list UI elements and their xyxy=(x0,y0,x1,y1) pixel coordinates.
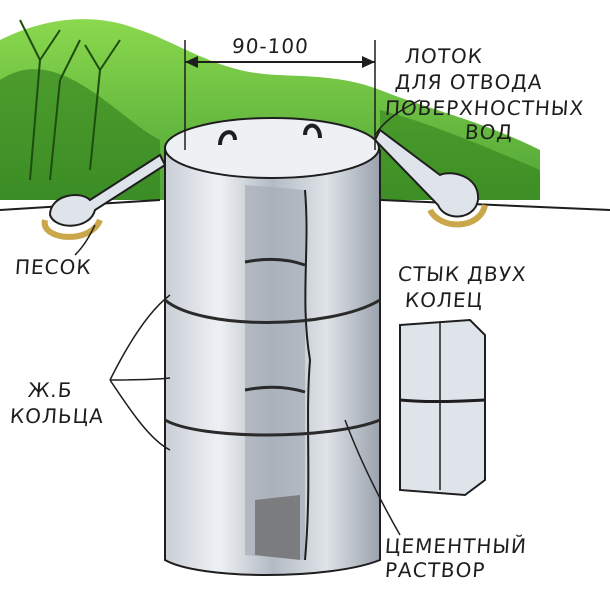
tray-label-line-3: ПОВЕРХНОСТНЫХ xyxy=(384,96,586,120)
tray-label-line-4: ВОД xyxy=(464,120,514,144)
joint-label-line-2: КОЛЕЦ xyxy=(404,288,484,312)
mortar-label-line-2: РАСТВОР xyxy=(384,558,487,582)
right-tray xyxy=(373,128,488,228)
rings-label-line-1: Ж.Б xyxy=(27,378,74,402)
joint-label-line-1: СТЫК ДВУХ xyxy=(397,262,528,286)
sand-label: ПЕСОК xyxy=(14,255,93,279)
dimension-label: 90-100 xyxy=(231,34,310,58)
joint-detail xyxy=(399,318,486,497)
left-tray xyxy=(41,153,167,240)
rings-label-line-2: КОЛЬЦА xyxy=(9,404,105,428)
tray-label-line-2: ДЛЯ ОТВОДА xyxy=(394,70,544,94)
mortar-label-line-1: ЦЕМЕНТНЫЙ xyxy=(384,534,528,558)
leader-lines xyxy=(74,99,421,536)
dimension-line xyxy=(184,40,376,150)
well-rings xyxy=(164,117,381,576)
tray-label-line-1: ЛОТОК xyxy=(404,44,484,68)
